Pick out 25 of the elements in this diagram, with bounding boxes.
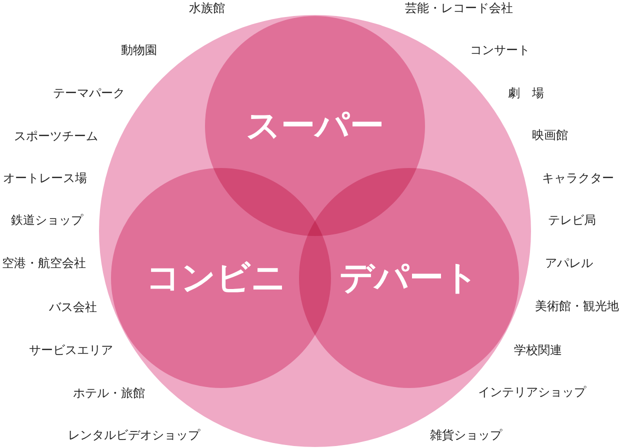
circle-label: スーパー — [246, 106, 384, 146]
circle-label: コンビニ — [146, 258, 286, 298]
category-label: 水族館 — [189, 0, 225, 16]
category-label: 学校関連 — [514, 342, 562, 358]
category-label: コンサート — [470, 42, 530, 58]
category-label: レンタルビデオショップ — [68, 428, 200, 442]
category-label: サービスエリア — [29, 342, 113, 358]
category-label: 劇 場 — [508, 86, 544, 100]
circle-label: デパート — [340, 258, 478, 298]
category-label: アパレル — [545, 256, 593, 270]
category-label: インテリアショップ — [478, 384, 586, 400]
category-label: オートレース場 — [3, 170, 87, 186]
category-label: 映画館 — [532, 128, 568, 142]
category-label: 空港・航空会社 — [2, 256, 86, 270]
category-label: キャラクター — [542, 170, 614, 186]
category-label: 動物園 — [121, 42, 157, 58]
category-label: ホテル・旅館 — [73, 386, 145, 400]
category-label: 芸能・レコード会社 — [405, 0, 513, 16]
category-label: スポーツチーム — [14, 128, 98, 144]
category-label: バス会社 — [49, 300, 97, 314]
category-label: 雑貨ショップ — [430, 428, 502, 442]
category-label: 鉄道ショップ — [11, 212, 83, 228]
category-label: テレビ局 — [548, 212, 596, 228]
category-label: 美術館・観光地 — [535, 298, 619, 314]
category-label: テーマパーク — [53, 86, 125, 100]
